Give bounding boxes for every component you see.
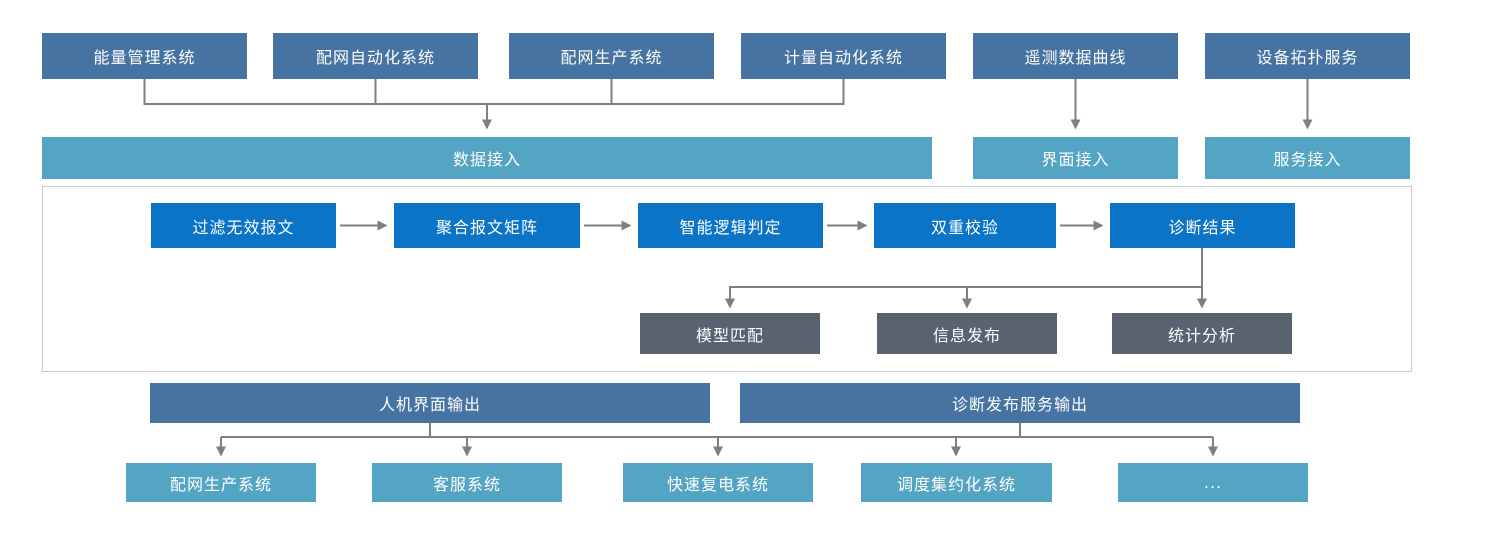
- node-information-publishing: 信息发布: [877, 313, 1057, 354]
- node-energy-management-system: 能量管理系统: [42, 33, 247, 79]
- node-distribution-automation-system: 配网自动化系统: [273, 33, 478, 79]
- node-telemetry-data-curve: 遥测数据曲线: [973, 33, 1178, 79]
- node-hmi-output: 人机界面输出: [150, 383, 710, 423]
- node-consumer-distribution-production-system: 配网生产系统: [126, 463, 316, 502]
- node-model-matching: 模型匹配: [640, 313, 820, 354]
- node-consumer-customer-service-system: 客服系统: [372, 463, 562, 502]
- node-consumer-ellipsis: ...: [1118, 463, 1308, 502]
- node-diagnosis-publish-service-output: 诊断发布服务输出: [740, 383, 1300, 423]
- node-intelligent-logic-judgement: 智能逻辑判定: [638, 203, 823, 248]
- node-aggregate-message-matrix: 聚合报文矩阵: [394, 203, 580, 248]
- node-consumer-dispatch-intensive-system: 调度集约化系统: [861, 463, 1052, 502]
- node-service-access: 服务接入: [1205, 137, 1410, 179]
- node-filter-invalid-messages: 过滤无效报文: [151, 203, 336, 248]
- node-distribution-production-system: 配网生产系统: [509, 33, 714, 79]
- node-device-topology-service: 设备拓扑服务: [1205, 33, 1410, 79]
- node-double-verification: 双重校验: [874, 203, 1056, 248]
- node-ui-access: 界面接入: [973, 137, 1178, 179]
- node-statistical-analysis: 统计分析: [1112, 313, 1292, 354]
- node-metering-automation-system: 计量自动化系统: [741, 33, 946, 79]
- node-diagnosis-result: 诊断结果: [1110, 203, 1295, 248]
- node-consumer-rapid-power-restoration-system: 快速复电系统: [623, 463, 813, 502]
- node-data-access: 数据接入: [42, 137, 932, 179]
